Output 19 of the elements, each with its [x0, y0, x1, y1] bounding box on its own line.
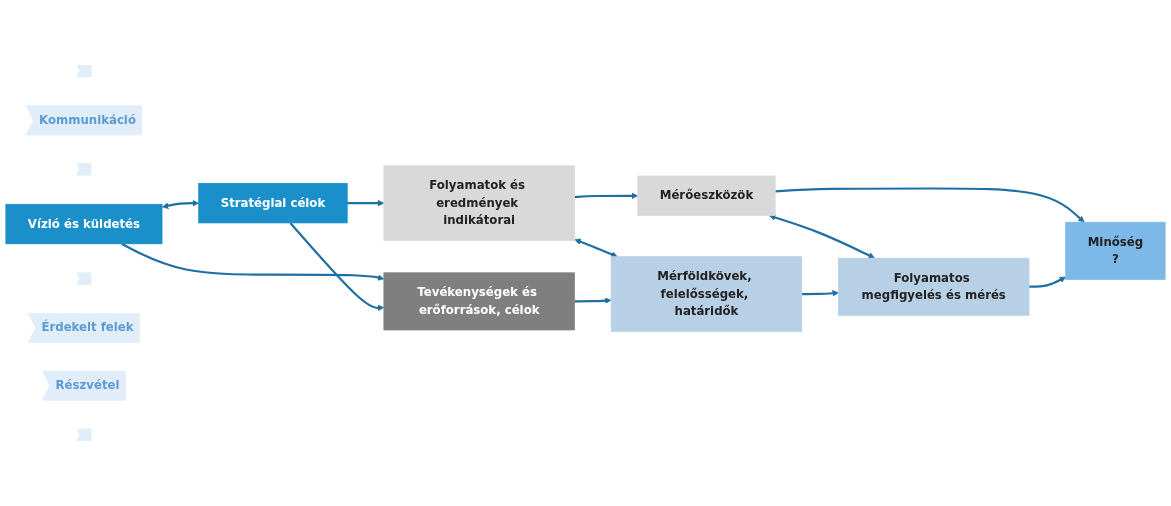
node-box: Folyamatok és eredmények indikátorai — [383, 165, 575, 241]
arrow — [775, 187, 1085, 223]
node-box: Minőség ? — [1065, 221, 1166, 280]
arrow — [121, 242, 385, 281]
arrow — [574, 297, 612, 304]
arrow — [347, 199, 385, 207]
arrow — [162, 199, 199, 209]
node-box: Folyamatos megfigyelés és mérés — [838, 257, 1030, 316]
arrow — [289, 222, 385, 312]
arrow — [574, 192, 639, 200]
node-box: Mérföldkövek, felelősségek, határidők — [610, 256, 803, 332]
node-box: Vízió és küldetés — [5, 203, 163, 245]
node-box: Mérőeszközök — [637, 175, 776, 216]
node-box: Tevékenységek és erőforrások, célok — [383, 272, 575, 331]
node-box: Stratégiai célok — [198, 183, 348, 224]
arrow — [574, 238, 618, 258]
arrow — [1029, 276, 1066, 288]
arrow — [769, 214, 875, 259]
arrow — [801, 290, 839, 297]
